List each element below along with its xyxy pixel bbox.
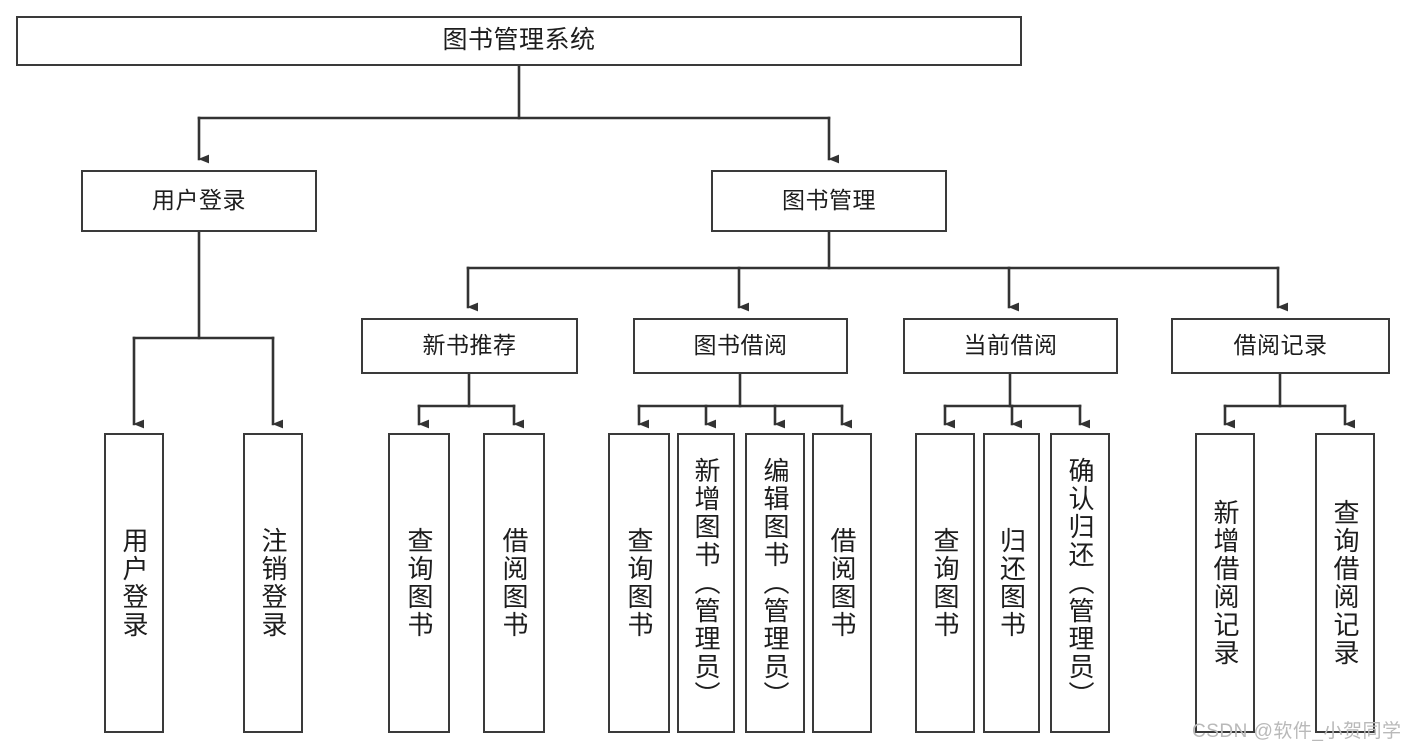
- node-label: 借阅图书: [499, 527, 529, 639]
- node-label: 借阅记录: [1233, 332, 1328, 359]
- leaf-query-books-current[interactable]: 查询图书: [915, 433, 975, 733]
- node-label: 归还图书: [996, 527, 1027, 639]
- node-label: 图书管理: [782, 187, 876, 214]
- node-label: 新增借阅记录: [1210, 499, 1240, 667]
- leaf-add-book-admin[interactable]: 新增图书（管理员）: [677, 433, 735, 733]
- node-label: 确认归还（管理员）: [1065, 457, 1095, 709]
- leaf-confirm-return-admin[interactable]: 确认归还（管理员）: [1050, 433, 1110, 733]
- node-label: 查询借阅记录: [1330, 499, 1360, 667]
- node-label: 注销登录: [258, 527, 288, 639]
- leaf-borrow-books-borrow[interactable]: 借阅图书: [812, 433, 872, 733]
- node-label: 借阅图书: [827, 527, 857, 639]
- node-book-borrowing[interactable]: 图书借阅: [633, 318, 848, 374]
- leaf-add-borrow-record[interactable]: 新增借阅记录: [1195, 433, 1255, 733]
- node-label: 编辑图书（管理员）: [760, 457, 790, 709]
- node-label: 查询图书: [624, 527, 654, 639]
- node-label: 查询图书: [930, 527, 960, 639]
- node-label: 新增图书（管理员）: [691, 457, 721, 709]
- leaf-query-borrow-record[interactable]: 查询借阅记录: [1315, 433, 1375, 733]
- node-user-login[interactable]: 用户登录: [81, 170, 317, 232]
- node-label: 当前借阅: [963, 332, 1058, 359]
- leaf-logout-login[interactable]: 注销登录: [243, 433, 303, 733]
- leaf-return-books[interactable]: 归还图书: [983, 433, 1040, 733]
- node-label: 用户登录: [152, 187, 246, 214]
- leaf-query-books-borrow[interactable]: 查询图书: [608, 433, 670, 733]
- node-label: 图书借阅: [693, 332, 788, 359]
- leaf-borrow-books-newbook[interactable]: 借阅图书: [483, 433, 545, 733]
- leaf-user-login[interactable]: 用户登录: [104, 433, 164, 733]
- leaf-query-books-newbook[interactable]: 查询图书: [388, 433, 450, 733]
- leaf-edit-book-admin[interactable]: 编辑图书（管理员）: [745, 433, 805, 733]
- node-book-management[interactable]: 图书管理: [711, 170, 947, 232]
- node-label: 新书推荐: [422, 332, 517, 359]
- node-label: 用户登录: [119, 527, 149, 639]
- node-borrow-records[interactable]: 借阅记录: [1171, 318, 1390, 374]
- node-new-book-recommendation[interactable]: 新书推荐: [361, 318, 578, 374]
- node-label: 查询图书: [404, 527, 434, 639]
- node-label: 图书管理系统: [442, 26, 596, 55]
- node-root-library-management-system[interactable]: 图书管理系统: [16, 16, 1022, 66]
- node-current-borrowing[interactable]: 当前借阅: [903, 318, 1118, 374]
